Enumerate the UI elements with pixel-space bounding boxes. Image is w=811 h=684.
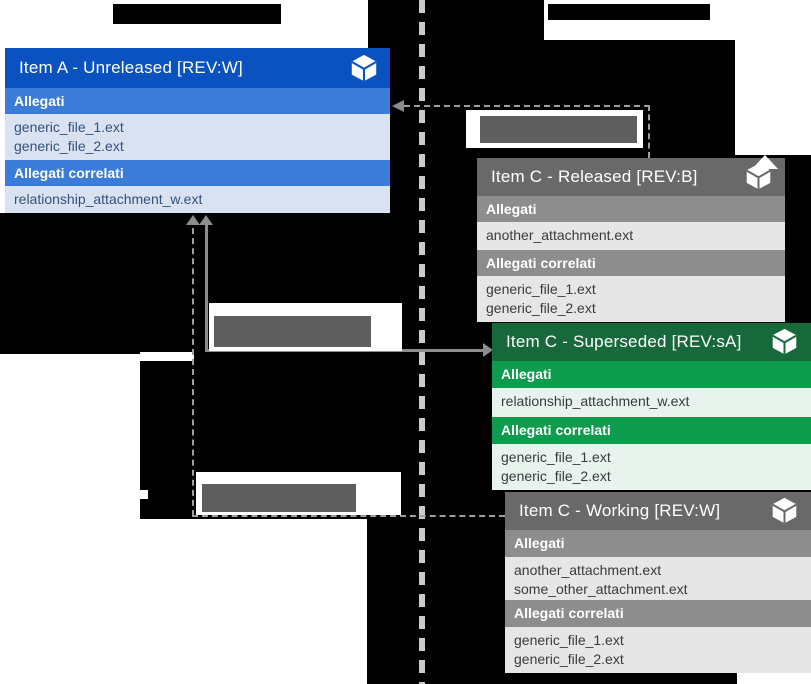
cube-icon — [349, 53, 379, 83]
redacted-label — [480, 116, 637, 143]
bg-white-right-block — [735, 40, 811, 155]
connector-working-to-itema-horizontal — [192, 515, 505, 517]
bg-white-left-sliver — [0, 48, 5, 213]
cube-icon — [770, 327, 800, 357]
file-row: generic_file_1.ext — [514, 632, 624, 648]
card-title: Item C - Working [REV:W] — [519, 501, 721, 520]
card-item-c-released[interactable]: Item C - Released [REV:B] Allegati anoth… — [477, 158, 785, 322]
connector-released-to-itema-horizontal — [404, 105, 650, 107]
cube-icon — [744, 162, 774, 192]
bg-white-bottom-left-lower — [0, 519, 367, 684]
bg-white-bar-segment — [140, 352, 194, 361]
section-header-allegati: Allegati — [492, 361, 811, 388]
section-header-allegati-correlati: Allegati correlati — [492, 417, 811, 444]
dashed-divider-line — [419, 0, 425, 684]
arrowhead-left-icon — [392, 100, 404, 112]
bg-white-bottom-right — [737, 673, 811, 684]
file-row: generic_file_1.ext — [486, 281, 596, 297]
card-header: Item C - Released [REV:B] — [477, 158, 785, 196]
card-item-c-working[interactable]: Item C - Working [REV:W] Allegati anothe… — [505, 492, 811, 673]
card-header: Item C - Working [REV:W] — [505, 492, 811, 530]
section-header-allegati: Allegati — [5, 88, 390, 114]
file-row: generic_file_2.ext — [501, 468, 611, 484]
section-header-allegati-correlati: Allegati correlati — [5, 160, 390, 186]
card-title: Item A - Unreleased [REV:W] — [19, 58, 243, 77]
section-header-allegati-correlati: Allegati correlati — [477, 250, 785, 276]
section-header-allegati-correlati: Allegati correlati — [505, 600, 811, 627]
file-row: relationship_attachment_w.ext — [14, 191, 203, 207]
redacted-label — [214, 316, 371, 347]
cube-icon — [770, 496, 800, 526]
file-row: another_attachment.ext — [486, 227, 634, 243]
section-header-allegati: Allegati — [505, 530, 811, 557]
arrowhead-up-white-icon — [752, 155, 778, 169]
file-row: generic_file_2.ext — [514, 651, 624, 667]
file-row: relationship_attachment_w.ext — [501, 393, 690, 409]
connector-label-middle — [209, 303, 402, 351]
bg-white-notch — [140, 490, 148, 499]
arrowhead-up-solid-icon — [199, 215, 213, 225]
connector-working-to-itema-vertical — [192, 218, 194, 516]
file-row: generic_file_2.ext — [486, 300, 596, 316]
connector-itema-to-superseded-vertical — [205, 218, 208, 352]
file-row: generic_file_2.ext — [14, 138, 124, 154]
card-header: Item C - Superseded [REV:sA] — [492, 323, 811, 361]
file-row: another_attachment.ext — [514, 562, 662, 578]
card-header: Item A - Unreleased [REV:W] — [5, 48, 390, 88]
file-row: generic_file_1.ext — [501, 449, 611, 465]
redacted-title-bar-right — [548, 4, 710, 20]
redacted-label — [202, 484, 356, 512]
file-row: some_other_attachment.ext — [514, 581, 688, 597]
arrowhead-right-icon — [483, 343, 493, 357]
card-title: Item C - Superseded [REV:sA] — [506, 332, 742, 351]
connector-released-to-itema-vertical — [648, 105, 650, 158]
card-title: Item C - Released [REV:B] — [491, 167, 698, 186]
connector-label-top — [466, 110, 643, 148]
section-header-allegati: Allegati — [477, 196, 785, 222]
card-item-c-superseded[interactable]: Item C - Superseded [REV:sA] Allegati re… — [492, 323, 811, 490]
connector-label-bottom — [196, 472, 401, 515]
file-row: generic_file_1.ext — [14, 119, 124, 135]
redacted-title-bar-left — [113, 4, 281, 24]
card-item-a-unreleased[interactable]: Item A - Unreleased [REV:W] Allegati gen… — [5, 48, 390, 213]
arrowhead-up-dashed-icon — [186, 215, 200, 225]
